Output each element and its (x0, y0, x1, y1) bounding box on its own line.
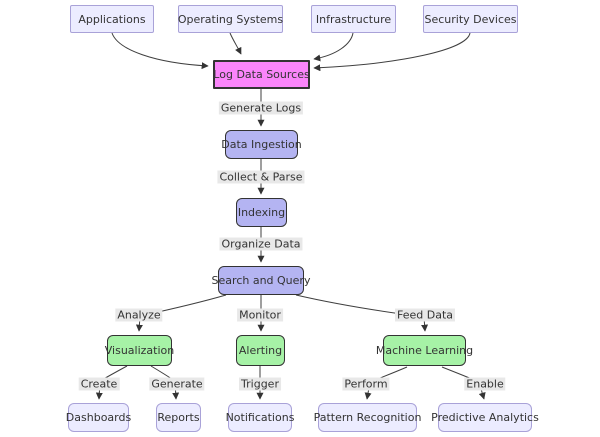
edge-label-analyze: Analyze (115, 308, 163, 322)
node-predictive-analytics-label: Predictive Analytics (431, 411, 539, 424)
node-notifications: Notifications (225, 403, 295, 432)
node-search-and-query-label: Search and Query (211, 274, 311, 287)
node-applications-label: Applications (78, 12, 146, 26)
node-data-ingestion-label: Data Ingestion (221, 138, 302, 151)
edge-label-monitor: Monitor (237, 308, 283, 322)
edge-label-create: Create (78, 377, 120, 391)
node-operating-systems-label: Operating Systems (177, 12, 284, 26)
node-dashboards-label: Dashboards (65, 411, 132, 424)
node-visualization: Visualization (104, 335, 175, 366)
edge-security-devices-to-log-data-sources (313, 32, 471, 72)
node-dashboards: Dashboards (65, 403, 132, 432)
node-operating-systems: Operating Systems (178, 5, 283, 33)
node-infrastructure: Infrastructure (311, 5, 396, 33)
node-infrastructure-label: Infrastructure (315, 12, 392, 26)
node-notifications-label: Notifications (225, 411, 295, 424)
node-alerting: Alerting (236, 335, 285, 366)
node-predictive-analytics: Predictive Analytics (431, 403, 539, 432)
node-security-devices-label: Security Devices (424, 12, 517, 26)
node-data-ingestion: Data Ingestion (221, 130, 302, 159)
node-machine-learning: Machine Learning (376, 335, 473, 366)
edge-label-perform: Perform (342, 377, 390, 391)
edge-label-organize-data: Organize Data (219, 237, 303, 251)
edge-label-generate-logs: Generate Logs (218, 101, 304, 115)
node-indexing: Indexing (236, 198, 287, 227)
node-security-devices: Security Devices (423, 5, 518, 33)
edge-applications-to-log-data-sources (111, 32, 209, 70)
node-pattern-recognition-label: Pattern Recognition (313, 411, 422, 424)
node-indexing-label: Indexing (237, 206, 286, 219)
edge-label-feed-data: Feed Data (394, 308, 456, 322)
node-pattern-recognition: Pattern Recognition (314, 403, 421, 432)
node-log-data-sources: Log Data Sources (213, 60, 310, 89)
node-applications: Applications (70, 5, 154, 33)
node-reports: Reports (156, 403, 201, 432)
edge-label-enable: Enable (464, 377, 506, 391)
node-log-data-sources-label: Log Data Sources (213, 68, 310, 81)
node-machine-learning-label: Machine Learning (375, 344, 474, 357)
edge-operating-systems-to-log-data-sources (229, 32, 242, 55)
node-alerting-label: Alerting (238, 344, 283, 357)
edge-infrastructure-to-log-data-sources (313, 32, 354, 62)
edge-label-collect-parse: Collect & Parse (217, 170, 305, 184)
node-visualization-label: Visualization (104, 344, 175, 357)
node-reports-label: Reports (157, 411, 200, 424)
node-search-and-query: Search and Query (212, 266, 310, 295)
edge-label-generate: Generate (149, 377, 205, 391)
edge-label-trigger: Trigger (239, 377, 281, 391)
